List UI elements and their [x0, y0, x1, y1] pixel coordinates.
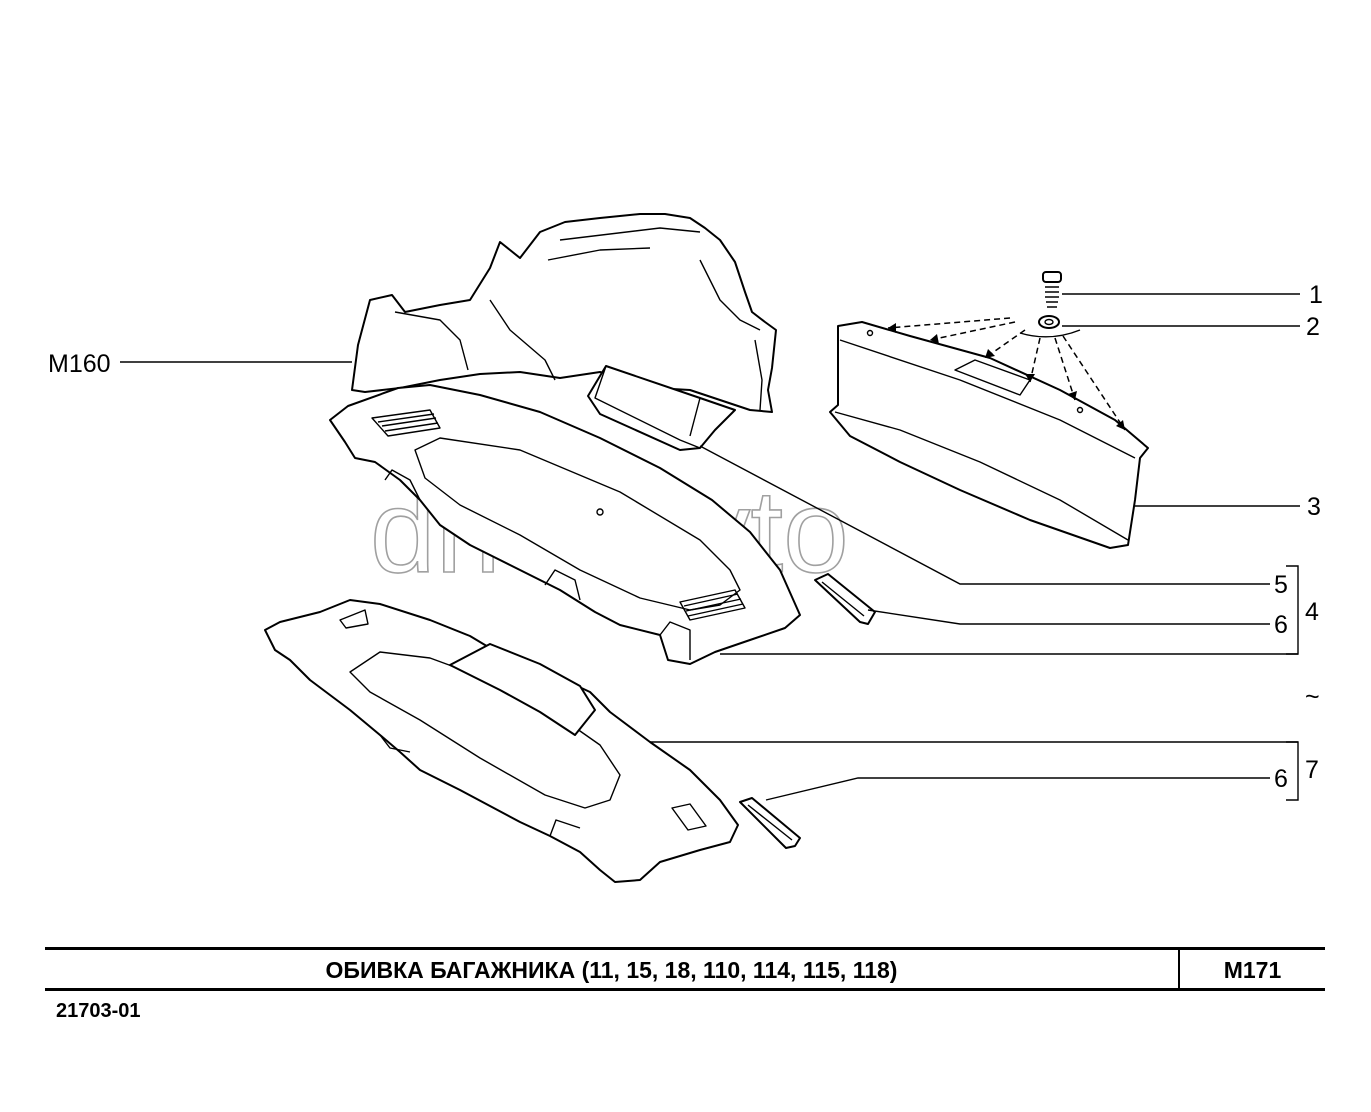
fastener-group-arc: [1019, 329, 1081, 338]
mounting-arrows: [887, 317, 1126, 431]
label-6-lower: 6: [1274, 765, 1288, 793]
leader-lines: [120, 293, 1300, 801]
part-6-upper-strip: [814, 573, 876, 625]
label-2: 2: [1306, 313, 1320, 341]
catalog-number: 21703-01: [56, 1000, 141, 1022]
title-divider: [1178, 950, 1180, 988]
label-6-upper: 6: [1274, 611, 1288, 639]
label-5: 5: [1274, 571, 1288, 599]
title-block: ОБИВКА БАГАЖНИКА (11, 15, 18, 110, 114, …: [45, 947, 1325, 991]
trunk-side-trim: [351, 213, 777, 413]
label-m160: M160: [48, 350, 111, 378]
part-2-washer: [1038, 315, 1060, 329]
label-3: 3: [1307, 493, 1321, 521]
label-1: 1: [1309, 281, 1323, 309]
label-4: 4: [1305, 598, 1319, 626]
part-1-screw: [1042, 271, 1062, 308]
part-4-rear-shelf: [329, 384, 801, 665]
part-7-rear-shelf: [264, 599, 739, 883]
diagram-title: ОБИВКА БАГАЖНИКА (11, 15, 18, 110, 114, …: [325, 957, 898, 983]
label-7: 7: [1305, 756, 1319, 784]
part-5-box-trim: [587, 365, 736, 451]
diagram-code: M171: [1223, 957, 1282, 983]
label-tilde: ~: [1305, 683, 1320, 711]
part-6-lower-strip: [739, 797, 801, 849]
